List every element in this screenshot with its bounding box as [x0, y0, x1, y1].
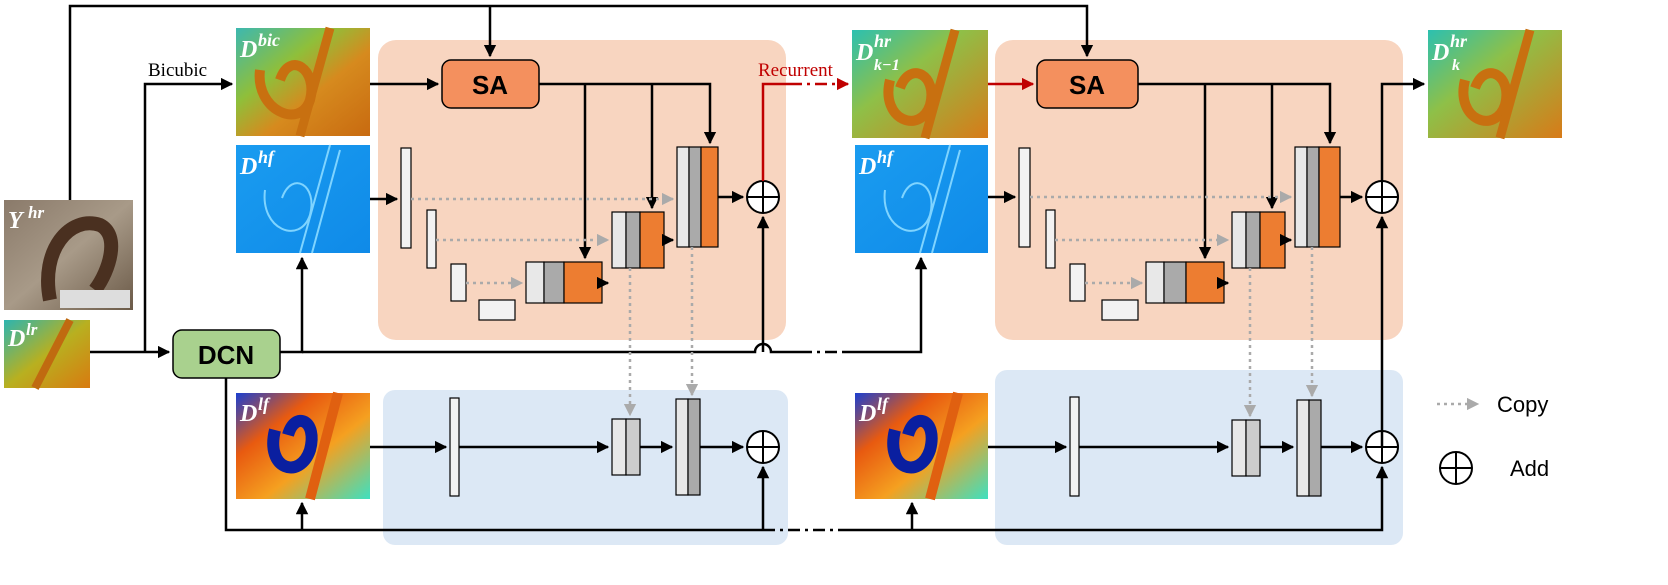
- image-y-hr: Y hr: [4, 200, 133, 310]
- image-d-hr-k: D hr k: [1428, 28, 1562, 140]
- image-d-lr: D lr: [4, 318, 90, 390]
- hf2-encoder-blocks: [1018, 147, 1139, 321]
- legend-add-icon: [1439, 451, 1473, 485]
- svg-text:Y: Y: [8, 208, 25, 234]
- bicubic-label: Bicubic: [148, 60, 207, 81]
- sa-module-1: SA: [441, 59, 540, 109]
- add-node-hf2: [1365, 180, 1399, 214]
- hf-stream-panel-2: [995, 40, 1403, 340]
- svg-text:hr: hr: [1450, 31, 1468, 51]
- svg-text:D: D: [858, 154, 876, 180]
- hf2-decoder-block-1: [1145, 261, 1225, 304]
- hf1-decoder-block-2: [611, 211, 665, 269]
- image-d-lf-1: D lf: [236, 391, 370, 501]
- svg-text:hf: hf: [877, 147, 895, 167]
- svg-text:D: D: [7, 326, 25, 352]
- svg-text:hr: hr: [28, 203, 44, 222]
- hf1-decoder-block-1: [525, 261, 603, 304]
- hf1-decoder-block-3: [676, 146, 719, 248]
- svg-text:hf: hf: [258, 147, 276, 167]
- black-connectors: [68, 4, 1426, 532]
- svg-text:SA: SA: [1069, 70, 1105, 100]
- svg-text:lf: lf: [877, 394, 890, 414]
- hf-stream-panel-1: [378, 40, 786, 340]
- hf2-decoder-block-2: [1231, 211, 1286, 269]
- legend-add-label: Add: [1510, 456, 1549, 481]
- lf2-blocks: [1069, 396, 1322, 497]
- svg-text:hr: hr: [874, 31, 892, 51]
- hf1-encoder-blocks: [400, 147, 516, 321]
- image-d-hf-2: D hf: [855, 144, 988, 254]
- svg-text:k−1: k−1: [874, 57, 900, 74]
- image-d-lf-2: D lf: [855, 391, 988, 501]
- dash-dot-breaks: [763, 350, 845, 532]
- svg-text:D: D: [855, 40, 873, 66]
- svg-text:SA: SA: [472, 70, 508, 100]
- svg-text:DCN: DCN: [198, 340, 254, 370]
- recurrent-label: Recurrent: [758, 60, 834, 81]
- legend: Copy Add: [1437, 392, 1549, 485]
- image-d-hf-1: D hf: [236, 144, 370, 254]
- recurrent-connector: [761, 77, 1035, 181]
- svg-text:D: D: [858, 401, 876, 427]
- lf-stream-panel-1: [383, 390, 788, 545]
- add-node-hf1: [746, 180, 780, 214]
- add-node-lf1: [746, 430, 780, 464]
- svg-text:D: D: [239, 37, 257, 63]
- copy-connectors: [411, 190, 1319, 418]
- lf1-blocks: [449, 397, 701, 497]
- image-d-bic: D bic: [236, 26, 370, 138]
- svg-text:D: D: [239, 401, 257, 427]
- image-d-hr-k-minus-1: D hr k−1: [852, 28, 988, 140]
- svg-text:k: k: [1452, 57, 1460, 74]
- sa-module-2: SA: [1036, 59, 1139, 109]
- dcn-module: DCN: [172, 329, 281, 379]
- lf-stream-panel-2: [995, 370, 1403, 545]
- svg-text:lr: lr: [26, 320, 38, 339]
- svg-text:bic: bic: [258, 30, 280, 50]
- svg-text:D: D: [1431, 40, 1449, 66]
- hf2-decoder-block-3: [1294, 146, 1341, 248]
- svg-text:lf: lf: [258, 394, 271, 414]
- legend-copy-label: Copy: [1497, 392, 1548, 417]
- svg-text:D: D: [239, 154, 257, 180]
